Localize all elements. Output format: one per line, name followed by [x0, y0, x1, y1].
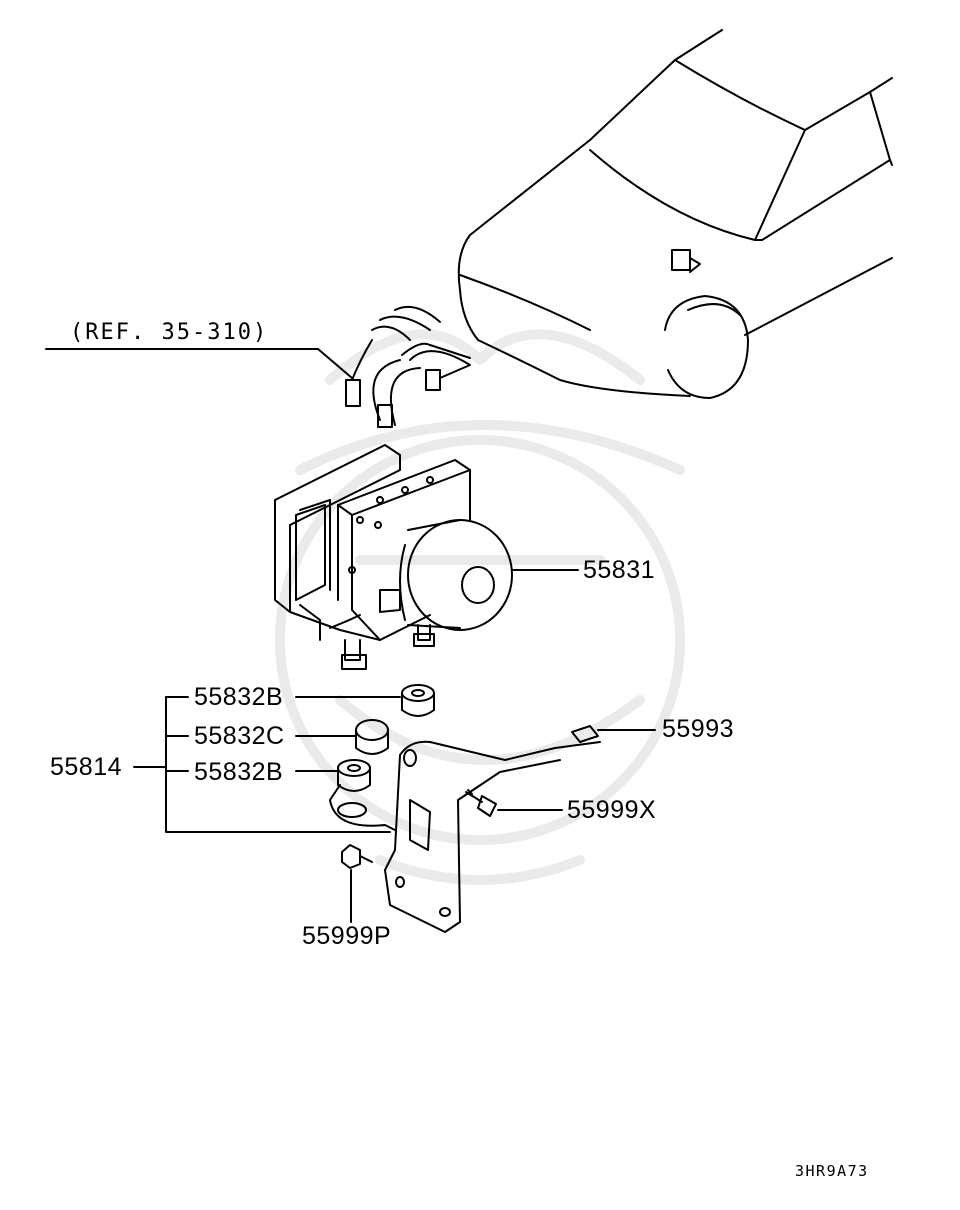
grommet-55832b-bottom: [337, 759, 371, 792]
part-label-55832b-bottom[interactable]: 55832B: [194, 758, 284, 786]
part-label-55831[interactable]: 55831: [583, 556, 656, 584]
part-label-55832c[interactable]: 55832C: [194, 722, 285, 750]
bolt-55999p: [341, 844, 373, 869]
part-label-55999p[interactable]: 55999P: [302, 922, 392, 950]
part-label-55993[interactable]: 55993: [662, 715, 735, 743]
part-label-55832b-top[interactable]: 55832B: [194, 683, 284, 711]
leader-lines: [45, 348, 656, 923]
part-label-55814[interactable]: 55814: [50, 753, 123, 781]
part-label-55999x[interactable]: 55999X: [567, 796, 657, 824]
bolt-55999x: [465, 789, 497, 817]
grommet-55832c: [355, 719, 389, 755]
ref-label: (REF. 35-310): [70, 320, 269, 345]
grommet-55832b-top: [401, 684, 435, 717]
watermark-emblem: [275, 329, 685, 885]
brake-pipes: [345, 306, 471, 428]
mounting-bracket: [329, 740, 601, 933]
car-outline: [457, 29, 893, 399]
diagram-code: 3HR9A73: [795, 1162, 869, 1180]
abs-modulator: [274, 444, 513, 670]
clip-55993: [571, 725, 599, 743]
